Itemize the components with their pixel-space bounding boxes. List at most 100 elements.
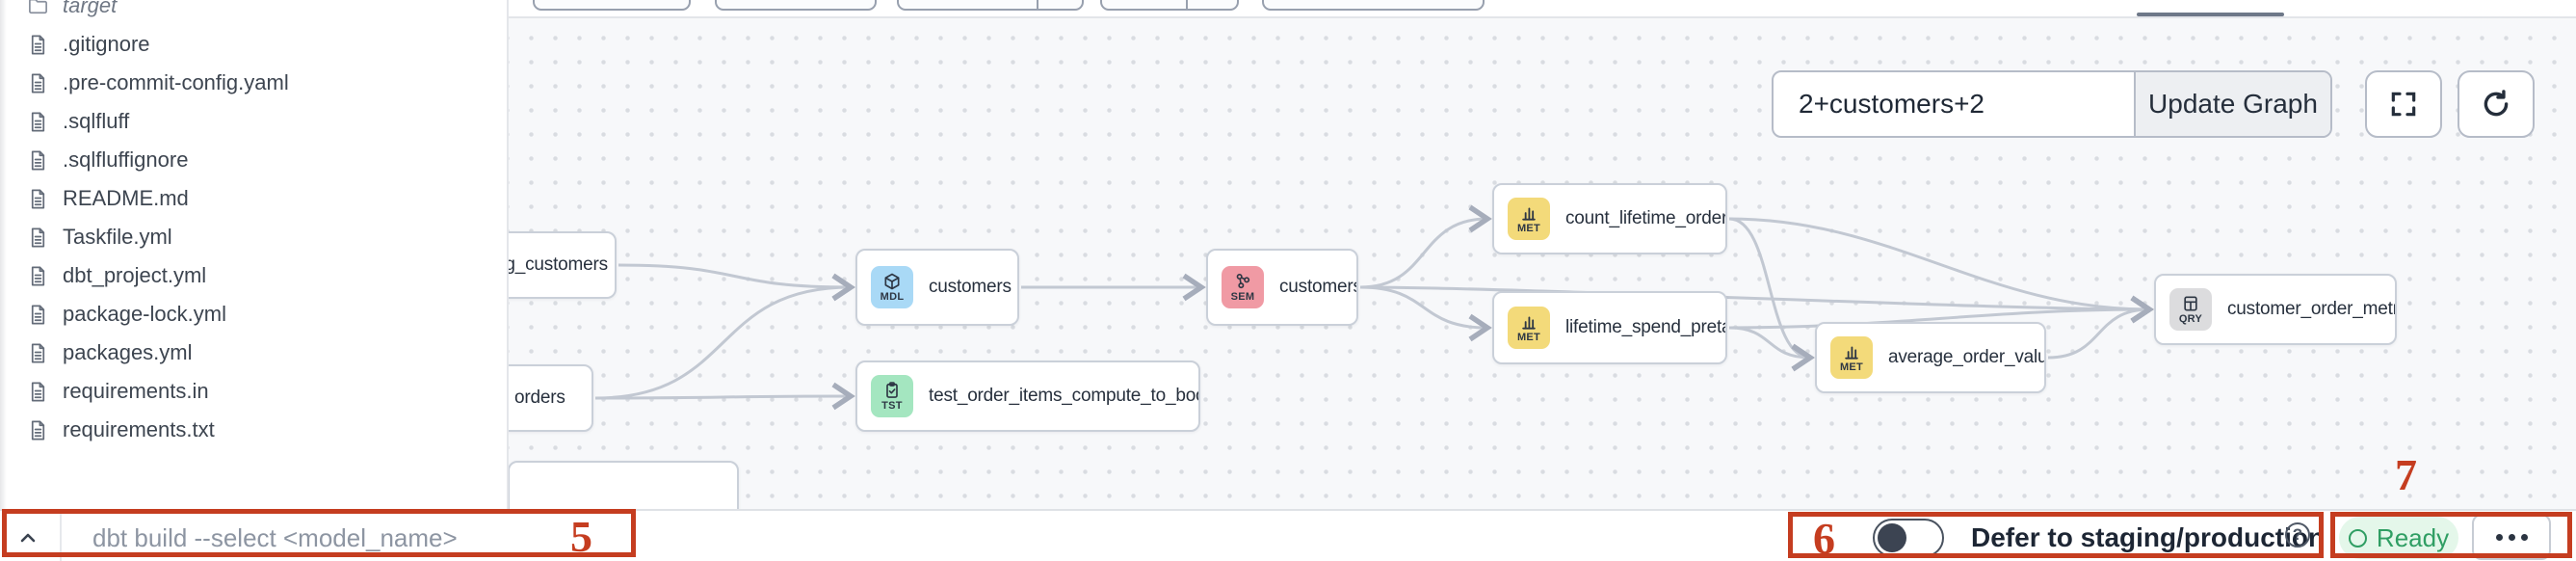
toolbar-button-partial-1[interactable] [533, 0, 691, 11]
toolbar-button-partial-3[interactable] [897, 0, 1084, 11]
file-item-requirements-txt[interactable]: requirements.txt [0, 411, 507, 449]
status-badge[interactable]: Ready [2339, 517, 2458, 559]
file-icon [27, 227, 49, 249]
file-item-target[interactable]: target [0, 0, 507, 25]
file-item-dbt-project-yml[interactable]: dbt_project.yml [0, 256, 507, 295]
ellipsis-icon [2495, 533, 2503, 541]
active-tab-underline [2137, 13, 2284, 16]
met-type-icon: MET [1830, 336, 1873, 379]
file-item-requirements-in[interactable]: requirements.in [0, 372, 507, 411]
file-name: package-lock.yml [63, 302, 226, 326]
toolbar-button-partial-2[interactable] [715, 0, 877, 11]
bottom-bar-divider [60, 511, 62, 561]
collapse-panel-button[interactable] [12, 525, 44, 550]
met-type-icon: MET [1508, 307, 1550, 349]
graph-node-count-lifetime-orders[interactable]: MET count_lifetime_orders [1492, 183, 1727, 254]
sem-type-icon: SEM [1222, 266, 1264, 308]
file-item-readme-md[interactable]: README.md [0, 179, 507, 218]
graph-node-customers-semantic[interactable]: SEM customers [1206, 249, 1358, 326]
file-tree: target .gitignore .pre-commit-config.yaml.… [0, 0, 507, 449]
file-name: Taskfile.yml [63, 225, 172, 249]
node-label: test_order_items_compute_to_bools... [929, 386, 1198, 406]
file-item--pre-commit-config-yaml[interactable]: .pre-commit-config.yaml [0, 64, 507, 102]
update-graph-button[interactable]: Update Graph [2134, 72, 2330, 136]
file-icon [27, 381, 49, 403]
edge-count_lifetime_orders-to-customer_order_metrics [1728, 217, 2154, 324]
file-name: requirements.txt [63, 417, 215, 441]
more-options-button[interactable] [2472, 514, 2551, 560]
fullscreen-button[interactable] [2365, 70, 2442, 138]
tst-type-icon: TST [871, 375, 913, 417]
node-label: stg_customers [491, 254, 608, 275]
toolbar-button-divider [1186, 0, 1188, 9]
file-item-taskfile-yml[interactable]: Taskfile.yml [0, 218, 507, 256]
file-icon [27, 342, 49, 364]
file-icon [27, 111, 49, 133]
file-explorer-sidebar: target .gitignore .pre-commit-config.yaml.… [0, 0, 509, 509]
node-label: customer_order_metrics [2227, 299, 2397, 319]
node-label: orders [514, 387, 565, 408]
edge-orders-to-customers_model [594, 273, 855, 400]
chevron-up-icon [16, 526, 39, 549]
edge-count_lifetime_orders-to-average_order_value [1728, 217, 1815, 372]
file-icon [27, 419, 49, 441]
file-name: dbt_project.yml [63, 263, 207, 287]
edge-average_order_value-to-customer_order_metrics [2047, 295, 2154, 360]
file-item--gitignore[interactable]: .gitignore [0, 25, 507, 64]
help-icon[interactable]: ? [2285, 522, 2310, 548]
file-name: packages.yml [63, 340, 193, 364]
file-name: README.md [63, 186, 189, 210]
file-item--sqlfluffignore[interactable]: .sqlfluffignore [0, 141, 507, 179]
status-label: Ready [2376, 522, 2450, 552]
node-label: customers [929, 277, 1012, 297]
node-label: lifetime_spend_pretax [1565, 317, 1727, 337]
graph-selector-group: Update Graph [1772, 70, 2332, 138]
file-name: .gitignore [63, 32, 150, 56]
node-label: count_lifetime_orders [1565, 208, 1727, 228]
file-name: target [63, 0, 118, 17]
ellipsis-icon [2508, 533, 2515, 541]
graph-selector-input[interactable] [1774, 72, 2134, 136]
file-icon [27, 149, 49, 172]
bottom-command-bar: Defer to staging/production ? Ready [0, 509, 2576, 561]
edge-customers_semantic-to-lifetime_spend_pretax [1359, 285, 1492, 342]
graph-node-lifetime-spend-pretax[interactable]: MET lifetime_spend_pretax [1492, 291, 1727, 364]
file-name: requirements.in [63, 379, 209, 403]
defer-label: Defer to staging/production [1971, 522, 2326, 552]
graph-node-test-order-items[interactable]: TST test_order_items_compute_to_bools... [855, 361, 1200, 432]
file-item-package-lock-yml[interactable]: package-lock.yml [0, 295, 507, 334]
file-item-packages-yml[interactable]: packages.yml [0, 334, 507, 372]
folder-icon [27, 0, 49, 17]
mdl-type-icon: MDL [871, 266, 913, 308]
refresh-button[interactable] [2458, 70, 2535, 138]
file-item--sqlfluff[interactable]: .sqlfluff [0, 102, 507, 141]
edge-orders-to-test_order_items [594, 382, 855, 411]
node-label: average_order_value [1888, 347, 2046, 367]
toggle-knob [1878, 523, 1906, 552]
file-icon [27, 72, 49, 94]
toolbar-button-divider [1037, 0, 1038, 9]
toolbar-button-partial-4[interactable] [1100, 0, 1239, 11]
graph-node-customers-model[interactable]: MDL customers [855, 249, 1019, 326]
met-type-icon: MET [1508, 198, 1550, 240]
file-icon [27, 188, 49, 210]
qry-type-icon: QRY [2169, 288, 2212, 331]
file-name: .sqlfluffignore [63, 147, 189, 172]
file-icon [27, 304, 49, 326]
ellipsis-icon [2520, 533, 2528, 541]
node-label: customers [1279, 277, 1358, 297]
defer-toggle[interactable] [1873, 519, 1944, 557]
status-circle-icon [2348, 528, 2367, 548]
graph-node-average-order-value[interactable]: MET average_order_value [1815, 322, 2046, 393]
file-icon [27, 265, 49, 287]
toolbar-button-partial-5[interactable] [1262, 0, 1485, 11]
graph-node-customer-order-metrics[interactable]: QRY customer_order_metrics [2154, 274, 2397, 345]
file-name: .pre-commit-config.yaml [63, 70, 289, 94]
fullscreen-icon [2388, 89, 2419, 120]
command-input[interactable] [91, 515, 595, 561]
refresh-icon [2480, 88, 2512, 120]
top-toolbar [509, 0, 2576, 18]
edge-customers_semantic-to-count_lifetime_orders [1359, 204, 1492, 289]
